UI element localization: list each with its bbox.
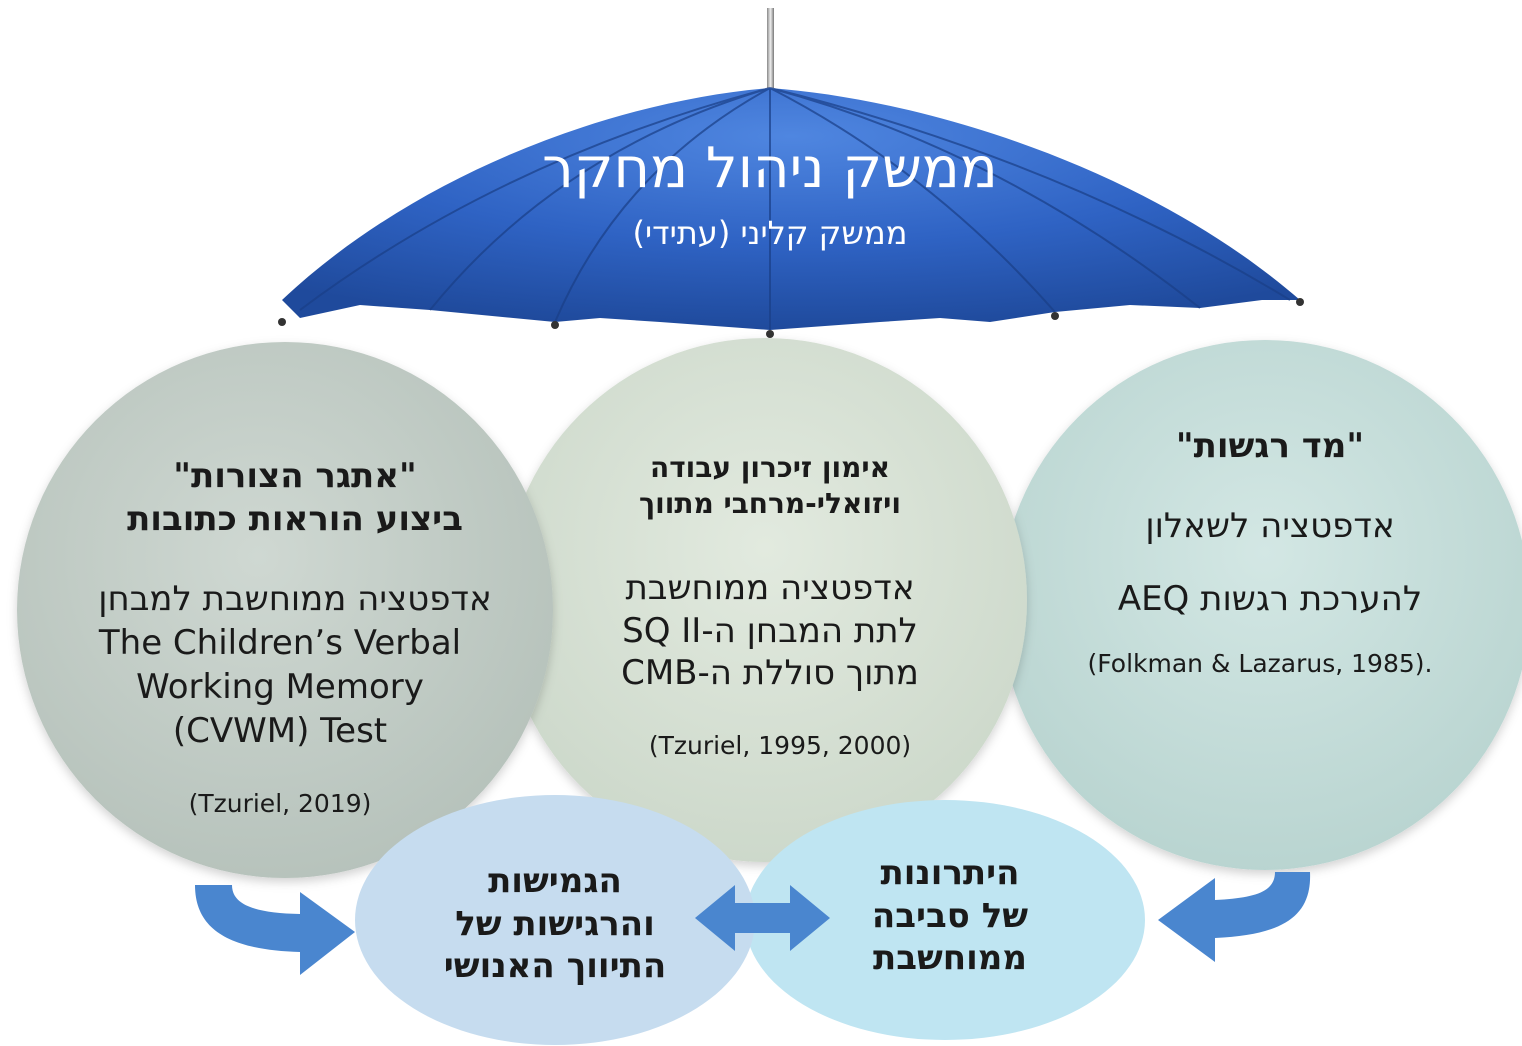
- right-circle-citation: (Folkman & Lazarus, 1985).: [1087, 649, 1433, 678]
- circle-middle: [503, 338, 1027, 862]
- middle-circle-title: אימון זיכרון עבודה ויזואלי-מרחבי מתווך: [638, 451, 902, 521]
- curved-arrow-right: [1158, 872, 1311, 962]
- right-circle-line2: להערכת רגשות AEQ: [1117, 579, 1423, 619]
- double-arrow: [695, 885, 830, 951]
- umbrella-canopy: [282, 88, 1300, 330]
- ellipse-left-text: הגמישות והרגישות של התיווך האנושי: [443, 861, 667, 986]
- umbrella-shaft: [767, 8, 774, 88]
- middle-circle-body: אדפטציה ממוחשבת לתת המבחן ה-SQ II מתוך ס…: [560, 567, 980, 695]
- right-circle-title: "מד רגשות": [1175, 426, 1365, 466]
- umbrella-title: ממשק ניהול מחקר: [542, 136, 998, 201]
- curved-arrow-left: [195, 885, 355, 975]
- ellipse-right-text: היתרונות של סביבה ממוחשבת: [871, 853, 1029, 978]
- middle-circle-line2: לתת המבחן ה-SQ II: [622, 610, 918, 651]
- circle-right: [1000, 340, 1522, 870]
- umbrella-subtitle: ממשק קליני (עתידי): [632, 214, 908, 252]
- left-circle-line3: Working Memory: [136, 667, 424, 707]
- middle-circle-line3: מתוך סוללת ה-CMB: [621, 653, 919, 693]
- circle-left: [17, 342, 553, 878]
- left-circle-line2: The Children’s Verbal: [98, 623, 462, 663]
- ellipse-right: [745, 800, 1145, 1040]
- right-circle-line1: אדפטציה לשאלון: [1145, 506, 1395, 546]
- left-circle-citation: (Tzuriel, 2019): [188, 789, 372, 818]
- left-circle-line1: אדפטציה ממוחשבת למבחן: [98, 579, 492, 619]
- ellipse-left: [355, 795, 755, 1045]
- middle-circle-citation: (Tzuriel, 1995, 2000): [648, 731, 912, 760]
- left-circle-line4: (CVWM) Test: [172, 711, 388, 751]
- left-circle-title: "אתגר הצורות" ביצוע הוראות כתובות: [127, 456, 463, 539]
- middle-circle-line1: אדפטציה ממוחשבת: [625, 568, 915, 608]
